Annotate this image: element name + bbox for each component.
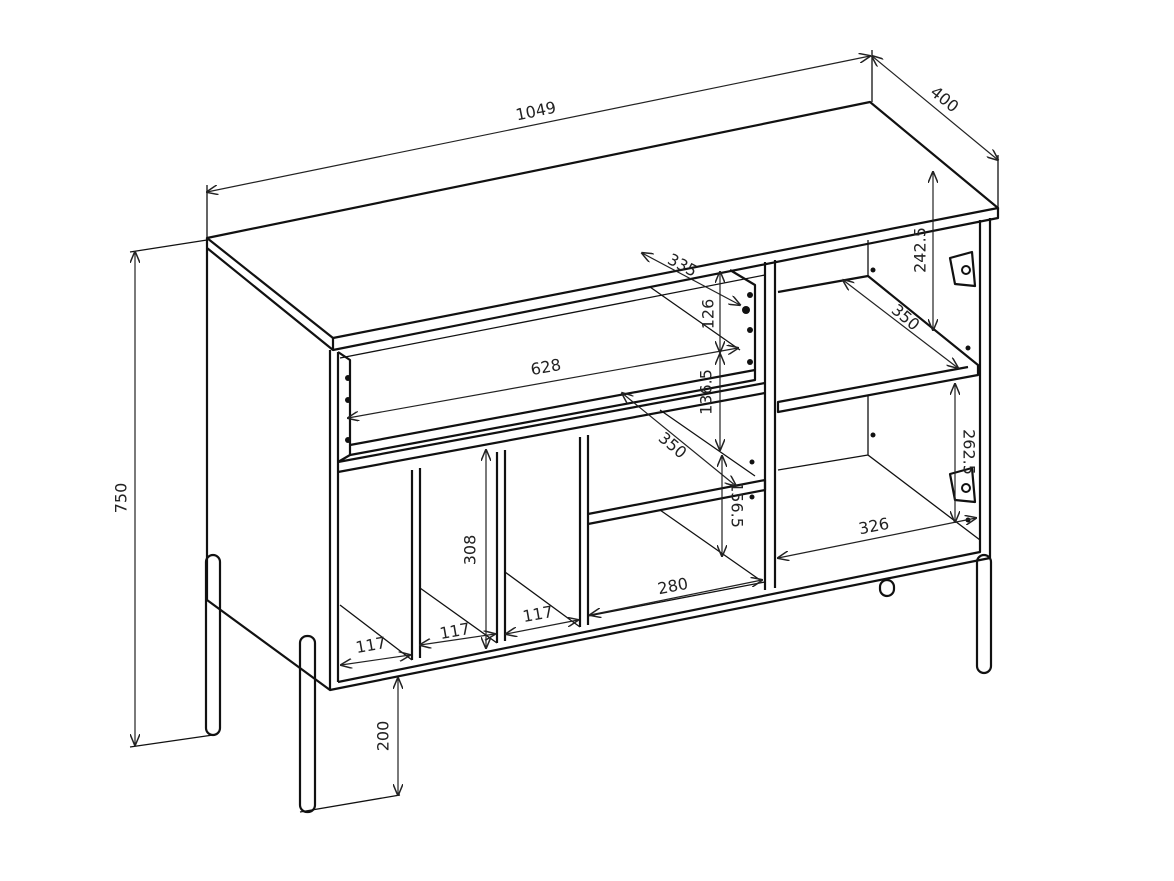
label-right-compartment-width: 326 bbox=[857, 514, 891, 538]
top-edge bbox=[205, 208, 1000, 352]
label-drawer-height: 126 bbox=[699, 299, 718, 330]
middle-shelf bbox=[587, 478, 767, 526]
label-upper-gap-height: 136.5 bbox=[697, 369, 716, 415]
label-compartment-width-3: 117 bbox=[521, 602, 554, 626]
label-right-upper-height: 242.5 bbox=[911, 227, 930, 273]
label-compartment-width-2: 117 bbox=[438, 619, 471, 643]
divider-2 bbox=[495, 450, 507, 643]
label-total-width: 1049 bbox=[514, 98, 558, 125]
label-middle-lower-height: 156.5 bbox=[728, 482, 747, 528]
label-right-shelf-depth: 350 bbox=[888, 300, 924, 334]
label-drawer-depth: 335 bbox=[665, 250, 701, 281]
right-shelf bbox=[776, 274, 980, 414]
label-middle-compartment-width: 280 bbox=[656, 574, 690, 598]
legs bbox=[204, 553, 993, 814]
label-total-height: 750 bbox=[112, 483, 131, 514]
label-compartment-height: 308 bbox=[461, 535, 480, 566]
dimension-labels: 1049 400 750 200 628 335 126 136.5 350 1… bbox=[112, 82, 979, 751]
divider-1 bbox=[410, 468, 422, 660]
dimension-lines bbox=[135, 56, 998, 795]
label-depth: 400 bbox=[927, 82, 963, 116]
left-side-panel bbox=[205, 248, 332, 692]
label-leg-height: 200 bbox=[374, 721, 393, 752]
divider-3 bbox=[578, 435, 590, 627]
top-surface bbox=[205, 100, 1000, 340]
label-middle-shelf-depth: 350 bbox=[655, 428, 691, 462]
front-frame bbox=[329, 218, 992, 692]
label-drawer-width: 628 bbox=[529, 355, 562, 379]
hinge-upper-icon bbox=[948, 250, 977, 288]
sideboard-body bbox=[129, 50, 1000, 814]
label-compartment-width-1: 117 bbox=[354, 633, 387, 657]
label-right-lower-height: 262.5 bbox=[960, 429, 979, 475]
